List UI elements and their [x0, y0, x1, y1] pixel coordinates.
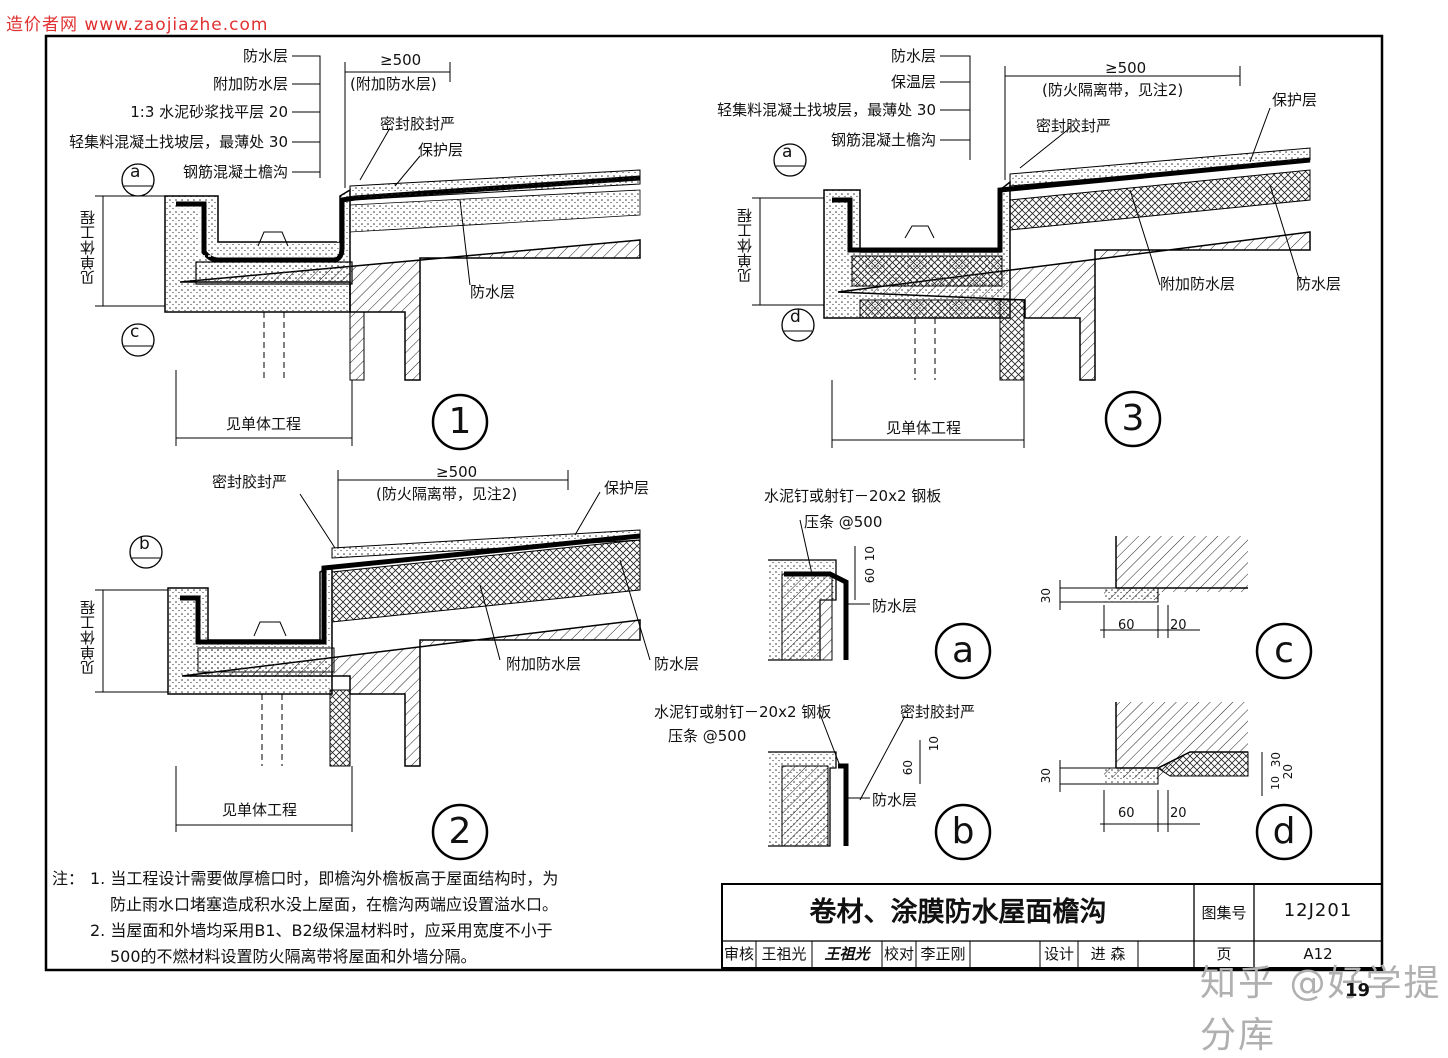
note-2-line-2: 500的不燃材料设置防火隔离带将屋面和外墙分隔。 — [110, 947, 477, 966]
figure-2-section — [95, 470, 651, 861]
designer-name: 进 森 — [1090, 945, 1126, 963]
detail-a-strip: 压条 @500 — [804, 513, 883, 531]
fig1-label-gutter: 钢筋混凝土檐沟 — [182, 163, 288, 181]
detail-d-d60: 60 — [1118, 806, 1135, 821]
fig1-dim: ≥500 — [380, 51, 422, 69]
detail-b-section — [768, 713, 992, 861]
fig3-label-slope: 轻集料混凝土找坡层，最薄处 30 — [717, 101, 936, 119]
fig3-tag-top: a — [782, 142, 793, 162]
detail-b-nail: 水泥钉或射钉－20x2 钢板 — [654, 703, 832, 721]
fig3-dim-note: (防火隔离带，见注2) — [1042, 81, 1184, 99]
detail-a-d1: 10 — [863, 546, 877, 562]
detail-b-d2: 60 — [901, 760, 915, 776]
fig1-number: 1 — [448, 401, 472, 442]
fig3-seal: 密封胶封严 — [1036, 117, 1112, 135]
figure-1-section — [95, 55, 641, 451]
note-2-line-1: 2. 当屋面和外墙均采用B1、B2级保温材料时，应采用宽度不小于 — [90, 921, 553, 940]
fig3-extra: 附加防水层 — [1160, 275, 1236, 293]
detail-a-nail: 水泥钉或射钉－20x2 钢板 — [764, 487, 942, 505]
detail-c-d20: 20 — [1170, 618, 1187, 633]
fig1-label-screed: 1:3 水泥砂浆找平层 20 — [130, 103, 288, 121]
detail-c-number: c — [1274, 630, 1294, 671]
review-label: 审核 — [723, 945, 754, 963]
fig3-bottom-dim: 见单体工程 — [886, 419, 962, 437]
detail-c-d60: 60 — [1118, 618, 1135, 633]
note-1-line-2: 防止雨水口堵塞造成积水没上屋面，在檐沟两端应设置溢水口。 — [110, 895, 559, 914]
sheet-border — [44, 34, 1384, 972]
fig2-number: 2 — [448, 811, 472, 852]
titleblock-grid — [721, 883, 1383, 969]
fig2-dim: ≥500 — [436, 463, 478, 481]
design-label: 设计 — [1043, 945, 1074, 963]
fig1-label-waterproof: 防水层 — [242, 47, 288, 65]
fig1-label-extra-waterproof: 附加防水层 — [212, 75, 288, 93]
fig2-extra: 附加防水层 — [506, 655, 582, 673]
reviewer-signature: 王祖光 — [824, 945, 870, 963]
fig1-seal: 密封胶封严 — [380, 115, 456, 133]
fig2-waterproof: 防水层 — [654, 655, 700, 673]
notes-head: 注： — [52, 869, 85, 888]
fig3-label-gutter: 钢筋混凝土檐沟 — [830, 131, 936, 149]
fig3-number: 3 — [1121, 398, 1145, 439]
fig1-dim-note: (附加防水层) — [350, 75, 437, 93]
detail-a-d2: 60 — [863, 568, 877, 584]
fig2-side-dim: 见单体工程 — [79, 600, 97, 675]
detail-c-d30: 30 — [1039, 588, 1053, 604]
check-label: 校对 — [883, 945, 914, 963]
sheet-number: 19 — [1345, 980, 1371, 1001]
note-1-line-1: 1. 当工程设计需要做厚檐口时，即檐沟外檐板高于屋面结构时，为 — [90, 869, 559, 888]
fig2-seal: 密封胶封严 — [212, 473, 288, 491]
drawing-canvas — [44, 34, 1384, 972]
detail-a-number: a — [951, 630, 975, 671]
fig1-label-slope: 轻集料混凝土找坡层，最薄处 30 — [69, 133, 288, 151]
fig3-side-dim: 见单体工程 — [736, 208, 754, 283]
detail-b-strip: 压条 @500 — [668, 727, 747, 745]
detail-b-d1: 10 — [927, 736, 941, 752]
fig3-waterproof: 防水层 — [1296, 275, 1342, 293]
fig3-dim: ≥500 — [1105, 59, 1147, 77]
site-watermark: 造价者网 www.zaojiazhe.com — [6, 15, 269, 35]
fig1-tag-top: a — [130, 162, 141, 182]
atlas-number: 12J201 — [1283, 900, 1353, 921]
atlas-label: 图集号 — [1201, 904, 1247, 922]
reviewer-name: 王祖光 — [761, 945, 807, 963]
title-block: 卷材、涂膜防水屋面檐沟 图集号 12J201 审核 王祖光 王祖光 校对 李正刚… — [722, 884, 1382, 968]
fig1-waterproof: 防水层 — [470, 283, 516, 301]
zhihu-watermark: 知乎 @好学提分库 — [1200, 963, 1442, 1056]
detail-b-number: b — [951, 811, 975, 852]
detail-a-section — [768, 519, 992, 680]
fig1-tag-bottom: c — [130, 322, 140, 342]
detail-b-waterproof: 防水层 — [872, 791, 918, 809]
detail-a-waterproof: 防水层 — [872, 597, 918, 615]
fig1-bottom-dim: 见单体工程 — [226, 415, 302, 433]
fig2-dim-note: (防火隔离带，见注2) — [376, 485, 518, 503]
fig1-protect: 保护层 — [418, 141, 464, 159]
fig2-tag-top: b — [139, 534, 150, 554]
notes-block: 注： 1. 当工程设计需要做厚檐口时，即檐沟外檐板高于屋面结构时，为 防止雨水口… — [52, 866, 692, 970]
fig2-protect: 保护层 — [604, 479, 650, 497]
detail-c-section — [1059, 536, 1313, 680]
detail-b-seal: 密封胶封严 — [900, 703, 976, 721]
page-number: A12 — [1303, 945, 1333, 963]
drawing-title: 卷材、涂膜防水屋面檐沟 — [809, 897, 1107, 928]
detail-d-number: d — [1272, 811, 1296, 852]
fig3-label-waterproof: 防水层 — [890, 47, 936, 65]
fig2-bottom-dim: 见单体工程 — [222, 801, 298, 819]
detail-d-d20: 20 — [1170, 806, 1187, 821]
checker-name: 李正刚 — [920, 945, 966, 963]
fig3-label-insulation: 保温层 — [890, 73, 936, 91]
figure-3-section — [752, 55, 1311, 448]
fig3-protect: 保护层 — [1272, 91, 1318, 109]
detail-d-r20: 20 — [1281, 764, 1295, 780]
detail-d-d30: 30 — [1039, 768, 1053, 784]
fig3-tag-bottom: d — [790, 307, 801, 327]
detail-d-section — [1059, 702, 1313, 861]
fig1-side-dim: 见单体工程 — [79, 210, 97, 285]
page-label: 页 — [1216, 945, 1232, 963]
